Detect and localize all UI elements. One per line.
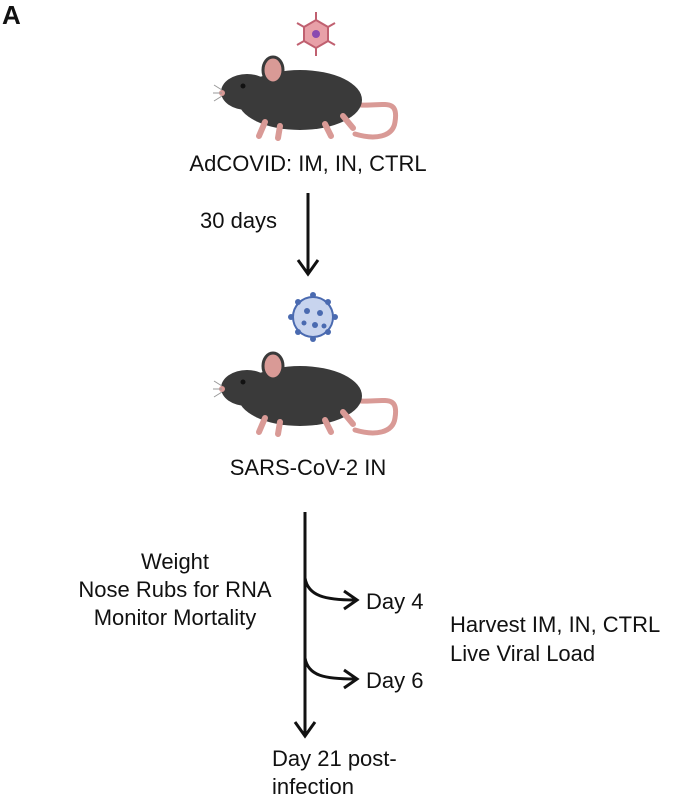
timepoint-day4: Day 4 — [366, 589, 424, 614]
coronavirus-icon — [288, 292, 338, 342]
monitoring-line-weight: Weight — [140, 549, 210, 574]
panel-label: A — [2, 0, 21, 30]
monitoring-line-mortality: Monitor Mortality — [93, 605, 257, 630]
mouse-icon-infected — [213, 353, 396, 434]
timeline-arrow — [293, 512, 317, 739]
step-vaccination-label: AdCOVID: IM, IN, CTRL — [189, 151, 427, 176]
branch-arrow-day6 — [303, 657, 360, 690]
harvest-line-1: Harvest IM, IN, CTRL — [450, 612, 661, 637]
timepoint-day6: Day 6 — [366, 668, 424, 693]
branch-arrow-day4 — [303, 577, 360, 611]
timepoint-end-line1: Day 21 post- — [272, 746, 397, 771]
arrow-30-days — [296, 193, 320, 277]
timepoint-end-line2: infection — [272, 774, 354, 799]
interval-label: 30 days — [200, 208, 278, 233]
adenovirus-icon — [296, 12, 336, 56]
mouse-icon-vaccinated — [213, 57, 396, 138]
step-challenge-label: SARS-CoV-2 IN — [229, 455, 387, 480]
monitoring-line-nose-rubs: Nose Rubs for RNA — [78, 577, 272, 602]
harvest-line-2: Live Viral Load — [450, 641, 596, 666]
